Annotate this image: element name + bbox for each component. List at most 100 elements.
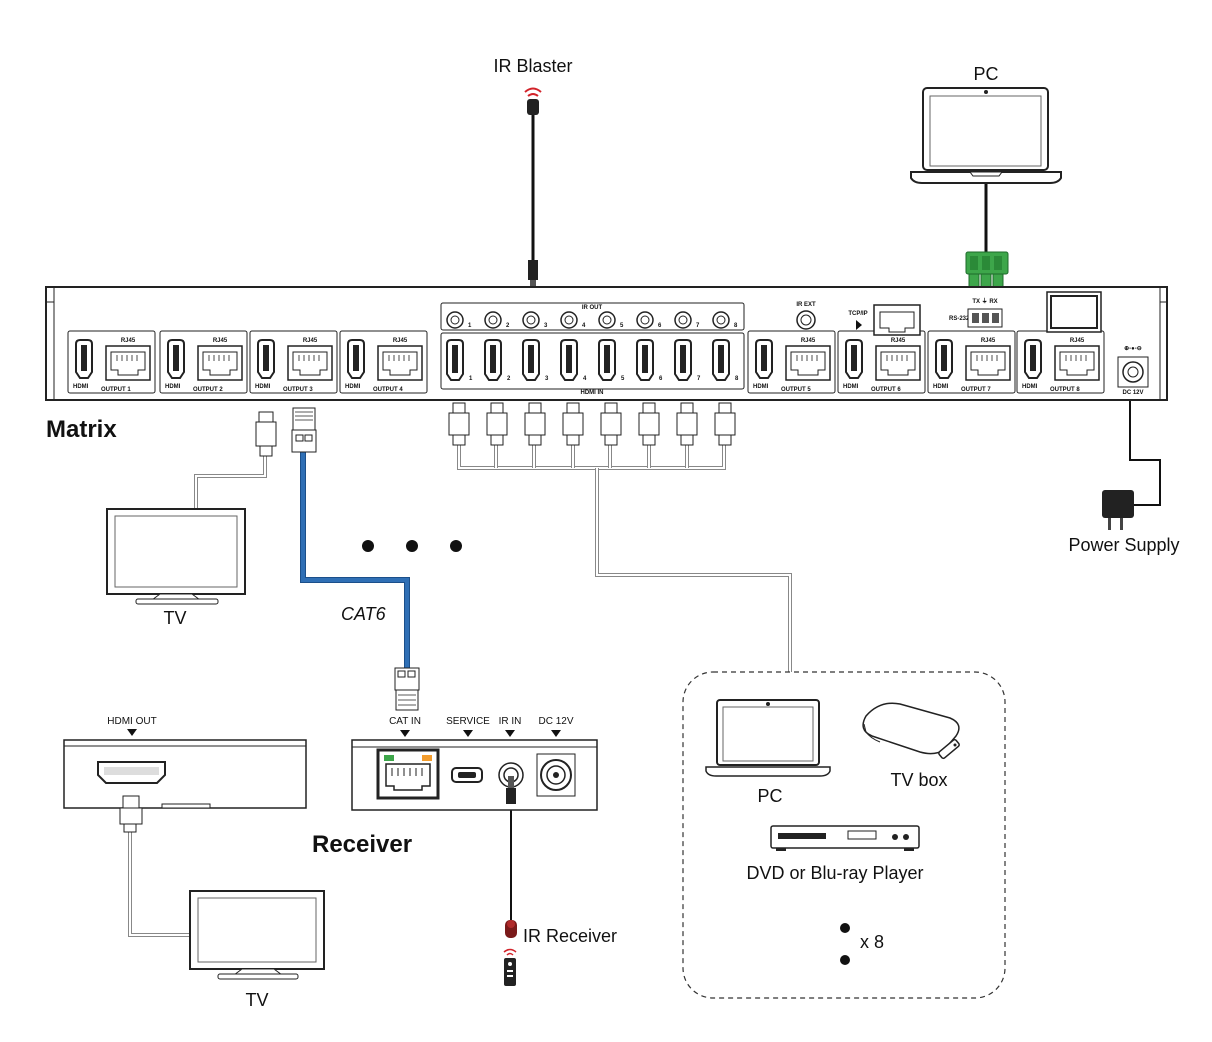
hdmi-plug xyxy=(676,402,698,446)
hdmi-plug xyxy=(638,402,660,446)
receiver-label: Receiver xyxy=(312,831,412,858)
hdmi-port-label: HDMI xyxy=(843,384,859,390)
tv-box-label: TV box xyxy=(890,770,947,790)
arrow-right-icon xyxy=(856,320,862,330)
cat6-cable xyxy=(301,452,409,668)
hdmi-in-number: 7 xyxy=(697,376,701,382)
rj45-port xyxy=(965,345,1011,381)
ir-out-jack-2: 2 xyxy=(484,311,510,329)
tv-box-icon xyxy=(862,702,960,755)
output-label: OUTPUT 2 xyxy=(193,387,223,393)
tv-bottom-label: TV xyxy=(245,990,268,1010)
pc-top-label: PC xyxy=(973,64,998,84)
hdmi-input-plugs xyxy=(448,402,736,446)
ir-out-number: 6 xyxy=(658,323,662,329)
hdmi-in-port-5: 5 xyxy=(598,339,625,382)
dvd-player-icon xyxy=(770,825,920,851)
tv-icon xyxy=(189,890,325,980)
dc12v-matrix-label: DC 12V xyxy=(1122,390,1143,396)
rj45-plug-output xyxy=(291,407,317,453)
tcp-ip-label: TCP/IP xyxy=(848,311,867,317)
times-eight-label: x 8 xyxy=(860,932,884,952)
hdmi-port-label: HDMI xyxy=(1022,384,1038,390)
hdmi-in-port-1: 1 xyxy=(446,339,473,382)
more-sources-dots xyxy=(840,923,850,965)
arrow-down-icon xyxy=(505,730,515,737)
tv-icon xyxy=(106,508,246,605)
ir-out-jack-1: 1 xyxy=(446,311,472,329)
ir-out-jack-4: 4 xyxy=(560,311,586,329)
remote-control-icon xyxy=(938,738,960,760)
ir-out-number: 5 xyxy=(620,323,624,329)
hdmi-port xyxy=(845,339,863,379)
hdmi-port-label: HDMI xyxy=(933,384,949,390)
rj45-port xyxy=(105,345,151,381)
rj45-plug-receiver xyxy=(394,667,420,711)
hdmi-port-label: HDMI xyxy=(255,384,271,390)
polarity-icon: ⊕-●-⊖ xyxy=(1124,346,1142,352)
ir-out-number: 8 xyxy=(734,323,738,329)
rj45-port-label: RJ45 xyxy=(303,338,318,344)
ir-out-number: 3 xyxy=(544,323,548,329)
rj45-port xyxy=(785,345,831,381)
hdmi-port xyxy=(257,339,275,379)
hdmi-port xyxy=(1024,339,1042,379)
rj45-port-label: RJ45 xyxy=(213,338,228,344)
service-usb-port xyxy=(451,767,483,783)
hdmi-in-port-3: 3 xyxy=(522,339,549,382)
rj45-port-label: RJ45 xyxy=(801,338,816,344)
tx-rx-label: TX ⏚ RX xyxy=(972,298,997,305)
rs232-terminal-block xyxy=(965,251,1009,295)
more-outputs-dots xyxy=(362,540,462,552)
hdmi-port xyxy=(167,339,185,379)
hdmi-in-port-4: 4 xyxy=(560,339,587,382)
rs232-port xyxy=(967,308,1003,328)
ir-out-jack-8: 8 xyxy=(712,311,738,329)
output-label: OUTPUT 1 xyxy=(101,387,131,393)
hdmi-port-label: HDMI xyxy=(73,384,89,390)
power-adapter-icon xyxy=(1102,490,1134,530)
power-cable xyxy=(1129,398,1161,506)
rj45-port-receiver xyxy=(376,748,440,800)
hdmi-source-box xyxy=(63,739,307,809)
hdmi-plug xyxy=(714,402,736,446)
tcp-ip-port xyxy=(873,304,921,336)
output-label: OUTPUT 3 xyxy=(283,387,313,393)
hdmi-in-number: 6 xyxy=(659,376,663,382)
rj45-port xyxy=(875,345,921,381)
arrow-down-icon xyxy=(400,730,410,737)
hdmi-cable-tv-left xyxy=(194,456,267,510)
receiver-box xyxy=(351,739,598,811)
hdmi-port-label: HDMI xyxy=(753,384,769,390)
cat6-cable-outline xyxy=(300,452,410,668)
hdmi-in-port-8: 8 xyxy=(712,339,739,382)
ir-out-number: 7 xyxy=(696,323,700,329)
ir-ext-label: IR EXT xyxy=(796,302,816,308)
dc-jack-receiver xyxy=(536,753,576,797)
output-label: OUTPUT 4 xyxy=(373,387,403,393)
ir-out-number: 4 xyxy=(582,323,586,329)
rj45-port-label: RJ45 xyxy=(1070,338,1085,344)
hdmi-input-cables xyxy=(457,445,792,672)
hdmi-port xyxy=(75,339,93,379)
dvd-label: DVD or Blu-ray Player xyxy=(746,863,923,883)
hdmi-in-label: HDMI IN xyxy=(581,390,604,396)
hdmi-port xyxy=(755,339,773,379)
rj45-port xyxy=(287,345,333,381)
ir-out-number: 2 xyxy=(506,323,510,329)
ir-blaster-label: IR Blaster xyxy=(493,56,572,76)
power-supply-label: Power Supply xyxy=(1068,535,1179,555)
rs232-label: RS-232 xyxy=(949,316,970,322)
output-label: OUTPUT 6 xyxy=(871,387,901,393)
ir-receiver-sensor xyxy=(505,920,517,938)
ir-in-plug xyxy=(506,776,516,804)
rj45-port-label: RJ45 xyxy=(393,338,408,344)
pc-source-label: PC xyxy=(757,786,782,806)
